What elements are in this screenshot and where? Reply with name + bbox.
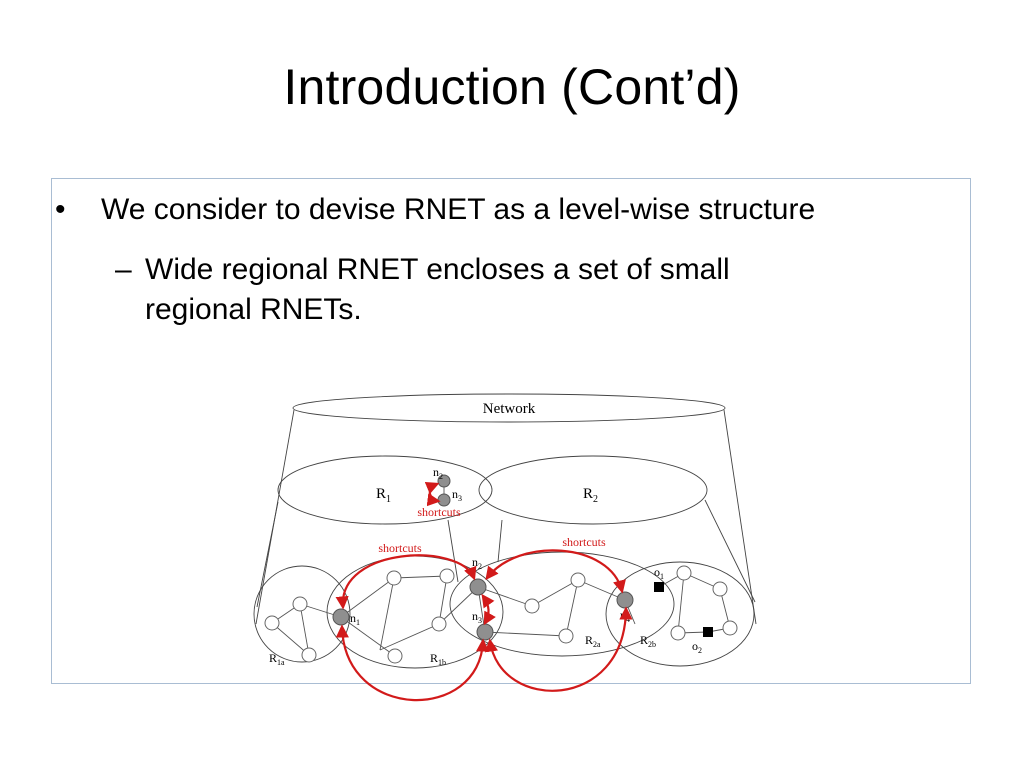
edge-r2b-1 [677, 572, 685, 634]
node-r2a-b [570, 572, 586, 588]
shortcut-n1-n2 [335, 554, 477, 610]
network-ellipse [292, 393, 726, 423]
sub-bullet-line-2: regional RNETs. [145, 293, 362, 326]
edge-r1a-3 [271, 622, 310, 656]
node-r1b-a [386, 570, 402, 586]
content-box [51, 178, 971, 684]
edge-r1b-4 [379, 577, 395, 651]
r2b-label: R2b [640, 633, 656, 649]
shortcut-n2-n3 [481, 593, 496, 626]
sub-bullet-symbol: – [115, 253, 132, 286]
edge-r2a-4 [565, 579, 579, 637]
shortcuts-top-label: shortcuts [417, 505, 461, 519]
top-n3-label: n3 [452, 487, 462, 503]
edge-r1b-3 [393, 575, 448, 579]
node-r1b-d [387, 648, 403, 664]
n3-label: n3 [472, 609, 482, 625]
node-r1a-a [292, 596, 308, 612]
node-r1a-b [264, 615, 280, 631]
node-r2a-c [558, 628, 574, 644]
node-r1b-b [439, 568, 455, 584]
node-n4 [616, 591, 634, 609]
o1-label: o1 [654, 565, 664, 581]
shortcut-n1-n3 [335, 624, 490, 702]
node-r2b-b [712, 581, 728, 597]
node-n2 [469, 578, 487, 596]
node-top-n2 [437, 474, 451, 488]
r2-label: R2 [583, 486, 598, 505]
node-n1 [332, 608, 350, 626]
r2a-label: R2a [585, 633, 601, 649]
bullet-text: We consider to devise RNET as a level-wi… [101, 193, 816, 226]
top-shortcut-arrow [424, 481, 441, 507]
o2-label: o2 [692, 639, 702, 655]
r1a-region [253, 565, 351, 663]
object-o2 [703, 627, 713, 637]
shortcut-n2-n4 [485, 549, 626, 594]
node-r2b-d [722, 620, 738, 636]
node-r1b-c [431, 616, 447, 632]
shortcuts-left-label: shortcuts [378, 541, 422, 555]
r1a-label: R1a [269, 651, 285, 667]
rnet-diagram: Network R1 R2 n2 n3 shortcuts R1a n1 R1b [253, 393, 757, 702]
edge-r1a-2 [299, 603, 310, 656]
shortcut-n3-n4 [484, 606, 633, 692]
bullet-symbol: • [55, 193, 66, 226]
edge-r2a-3 [531, 579, 579, 607]
r2-side-left [497, 519, 503, 563]
r1b-label: R1b [430, 651, 446, 667]
slide-title: Introduction (Cont’d) [283, 59, 741, 115]
sub-bullet-text: Wide regional RNET encloses a set of sma… [145, 250, 865, 330]
edge-r2a-5 [484, 631, 567, 637]
edge-r1b-6 [379, 623, 440, 651]
network-label: Network [483, 401, 536, 417]
r1-label: R1 [376, 486, 391, 505]
node-r2b-a [676, 565, 692, 581]
node-r1a-c [301, 647, 317, 663]
shortcuts-right-label: shortcuts [562, 535, 606, 549]
r1-ellipse [277, 455, 493, 525]
node-r2a-a [524, 598, 540, 614]
node-n3 [476, 623, 494, 641]
n1-label: n1 [350, 611, 360, 627]
sub-bullet-line-1: Wide regional RNET encloses a set of sma… [145, 253, 730, 286]
r2-ellipse [478, 455, 708, 525]
r2-side-right [704, 499, 756, 603]
node-r2b-c [670, 625, 686, 641]
network-side-right [723, 409, 757, 625]
top-n2-label: n2 [433, 465, 443, 481]
object-o1 [654, 582, 664, 592]
n2-label: n2 [472, 555, 482, 571]
